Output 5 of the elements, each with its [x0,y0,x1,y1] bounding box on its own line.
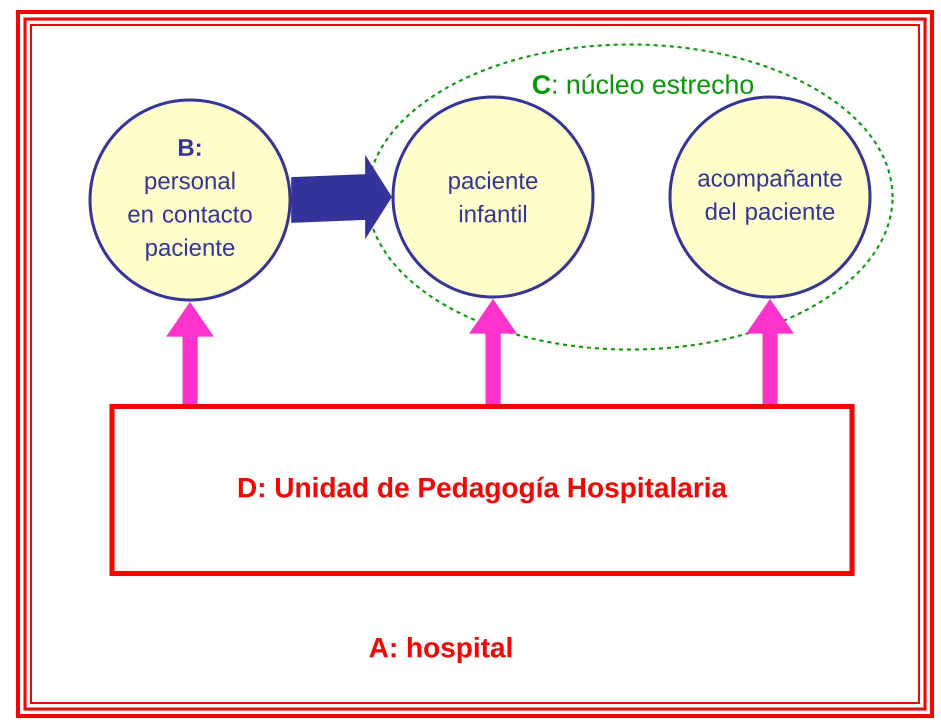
circle-node: B: personal en contacto paciente [88,98,292,302]
circle-node: paciente infantil [392,96,594,298]
circle-node: acompañante del paciente [668,96,872,298]
block-arrow [291,154,392,240]
unit-box: D: Unidad de Pedagogía Hospitalaria [110,404,854,576]
